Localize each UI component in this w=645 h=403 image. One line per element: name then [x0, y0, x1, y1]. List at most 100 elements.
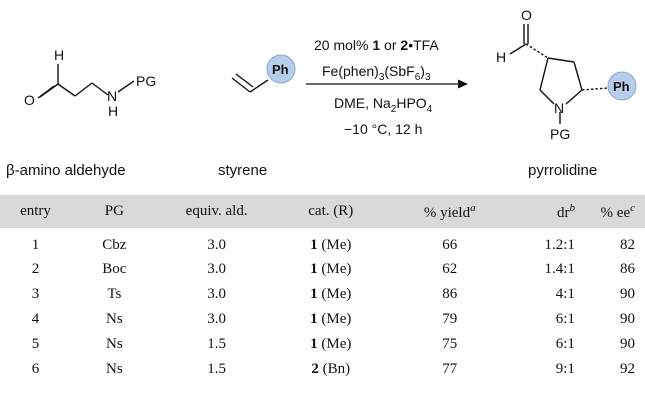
- cell-ee: 90: [620, 311, 635, 327]
- cell-pg: Ns: [106, 311, 123, 327]
- cell-equiv: 3.0: [207, 261, 227, 277]
- cell-cat: 1 (Me): [310, 261, 352, 277]
- cell-cat: 1 (Me): [310, 237, 352, 253]
- bond: [37, 85, 55, 99]
- cell-entry: 1: [31, 237, 40, 253]
- atom-n: N: [107, 88, 117, 104]
- bond: [509, 43, 527, 55]
- cell-yield: 66: [442, 237, 458, 253]
- header-equiv: equiv. ald.: [185, 203, 248, 219]
- bond: [539, 57, 549, 91]
- cell-entry: 4: [31, 311, 40, 327]
- conditions-line2: Fe(phen)3(SbF6)3: [322, 63, 431, 83]
- bond: [117, 80, 135, 93]
- cell-pg: Ts: [107, 286, 122, 302]
- cell-pg: Ns: [106, 336, 123, 352]
- conditions-line1: 20 mol% 1 or 2•TFA: [314, 37, 439, 53]
- cell-ee: 90: [620, 336, 635, 352]
- bond: [91, 82, 109, 96]
- bond: [74, 82, 93, 97]
- cell-dr: 1.2:1: [544, 237, 575, 253]
- cell-dr: 4:1: [555, 286, 575, 302]
- cell-cat: 2 (Bn): [311, 361, 351, 377]
- caption-aldehyde: β-amino aldehyde: [6, 162, 126, 179]
- cell-entry: 5: [31, 336, 40, 352]
- table-row: 4 Ns 3.0 1 (Me) 79 6:1 90: [0, 307, 645, 332]
- conditions-line3: DME, Na2HPO4: [334, 95, 433, 115]
- cell-equiv: 1.5: [207, 361, 227, 377]
- header-yield: % yielda: [423, 201, 476, 221]
- arrow-head: [458, 79, 468, 89]
- reaction-scheme: H O N H PG Ph 20 mol% 1 or 2•TFA Fe(phen…: [24, 7, 637, 142]
- header-ee: % eec: [600, 201, 635, 221]
- atom-pg: PG: [550, 126, 570, 142]
- aldehyde-structure: [37, 64, 135, 99]
- pyrrolidine-structure: [509, 24, 609, 124]
- phenyl-label: Ph: [272, 62, 289, 77]
- cell-cat: 1 (Me): [310, 286, 352, 302]
- cell-dr: 1.4:1: [544, 261, 575, 277]
- atom-n: N: [554, 100, 564, 116]
- cell-pg: Cbz: [102, 237, 127, 253]
- cell-entry: 3: [31, 286, 40, 302]
- bond: [573, 61, 583, 91]
- table-header-row: entry PG equiv. ald. cat. (R) % yielda d…: [0, 195, 645, 228]
- results-table: entry PG equiv. ald. cat. (R) % yielda d…: [0, 195, 645, 382]
- caption-styrene: styrene: [218, 162, 268, 179]
- cell-yield: 62: [442, 261, 458, 277]
- bond: [235, 73, 254, 88]
- cell-entry: 2: [31, 261, 40, 277]
- cell-cat: 1 (Me): [310, 336, 352, 352]
- phenyl-badge: [607, 71, 637, 101]
- atom-h: H: [496, 49, 506, 65]
- bond: [231, 77, 251, 93]
- phenyl-badge: [266, 54, 296, 84]
- bond: [539, 89, 555, 105]
- hashed-bond: [525, 43, 549, 59]
- cell-equiv: 1.5: [207, 336, 227, 352]
- table-row: 3 Ts 3.0 1 (Me) 86 4:1 90: [0, 282, 645, 307]
- phenyl-label: Ph: [613, 79, 630, 94]
- header-entry: entry: [20, 203, 51, 219]
- cell-equiv: 3.0: [207, 237, 227, 253]
- cell-yield: 79: [442, 311, 458, 327]
- cell-ee: 86: [620, 261, 635, 277]
- header-pg: PG: [104, 203, 124, 219]
- header-dr: drb: [556, 201, 575, 221]
- table-row: 6 Ns 1.5 2 (Bn) 77 9:1 92: [0, 357, 645, 382]
- atom-h: H: [108, 103, 118, 119]
- table-row: 1 Cbz 3.0 1 (Me) 66 1.2:1 82: [0, 228, 645, 257]
- atom-o: O: [24, 92, 35, 108]
- footnote-c: c: [630, 201, 635, 214]
- table-row: 2 Boc 3.0 1 (Me) 62 1.4:1 86: [0, 257, 645, 282]
- atom-h: H: [54, 47, 64, 63]
- conditions-line4: −10 °C, 12 h: [344, 121, 422, 137]
- table-row: 5 Ns 1.5 1 (Me) 75 6:1 90: [0, 332, 645, 357]
- styrene-structure: [231, 73, 269, 93]
- footnote-a: a: [470, 201, 476, 214]
- bond: [547, 57, 575, 63]
- cell-pg: Boc: [102, 261, 127, 277]
- cell-yield: 86: [442, 286, 458, 302]
- cell-ee: 92: [620, 361, 635, 377]
- cell-pg: Ns: [106, 361, 123, 377]
- cell-equiv: 3.0: [207, 286, 227, 302]
- cell-ee: 90: [620, 286, 635, 302]
- atom-pg: PG: [136, 73, 156, 89]
- caption-pyrrolidine: pyrrolidine: [528, 162, 598, 179]
- footnote-b: b: [569, 201, 575, 214]
- cell-yield: 77: [442, 361, 458, 377]
- cell-ee: 82: [620, 237, 635, 253]
- header-cat: cat. (R): [308, 203, 354, 219]
- cell-yield: 75: [442, 336, 458, 352]
- bond: [249, 79, 269, 93]
- cell-entry: 6: [31, 361, 40, 377]
- cell-cat: 1 (Me): [310, 311, 352, 327]
- cell-dr: 6:1: [555, 336, 575, 352]
- cell-equiv: 3.0: [207, 311, 227, 327]
- cell-dr: 9:1: [555, 361, 575, 377]
- atom-o: O: [521, 7, 532, 23]
- hashed-bond: [581, 87, 609, 91]
- bond: [565, 89, 583, 105]
- cell-dr: 6:1: [555, 311, 575, 327]
